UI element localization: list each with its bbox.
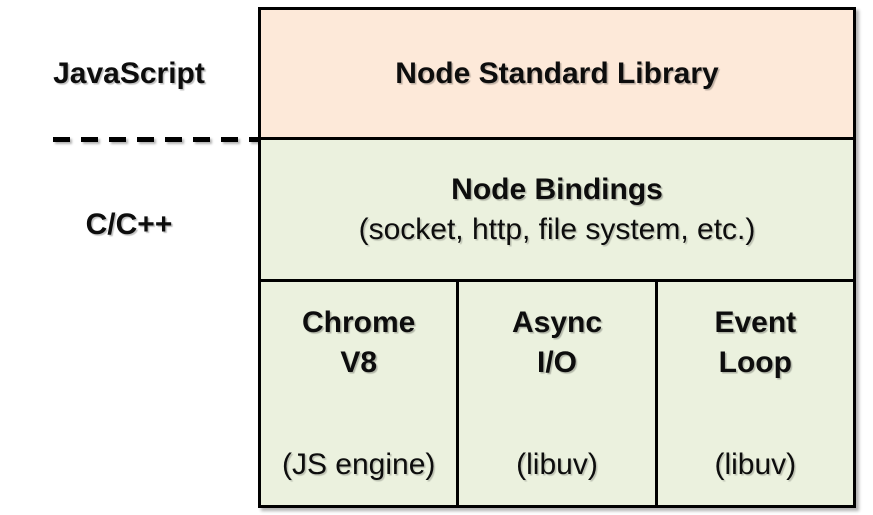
component-cell-async-io: Async I/O (libuv)	[456, 282, 655, 505]
async-io-title: Async I/O	[511, 306, 603, 379]
component-cell-event-loop: Event Loop (libuv)	[654, 282, 853, 505]
node-bindings-subtitle: (socket, http, file system, etc.)	[358, 212, 756, 246]
javascript-layer-label: JavaScript	[53, 56, 205, 90]
chrome-v8-subtitle: (JS engine)	[281, 448, 436, 482]
node-bindings-title: Node Bindings	[451, 172, 663, 206]
standard-library-layer: Node Standard Library	[261, 10, 853, 140]
standard-library-title: Node Standard Library	[395, 56, 719, 90]
node-bindings-layer: Node Bindings (socket, http, file system…	[261, 140, 853, 282]
node-stack-box: Node Standard Library Node Bindings (soc…	[258, 7, 856, 508]
component-cell-chrome-v8: Chrome V8 (JS engine)	[261, 282, 457, 505]
event-loop-subtitle: (libuv)	[714, 448, 797, 482]
runtime-components-row: Chrome V8 (JS engine) Async I/O (libuv) …	[261, 282, 853, 505]
async-io-subtitle: (libuv)	[516, 448, 598, 482]
language-boundary-dashed-line	[53, 137, 258, 142]
c-cpp-layer-label: C/C++	[85, 208, 173, 241]
event-loop-title: Event Loop	[714, 306, 797, 379]
chrome-v8-title: Chrome V8	[301, 306, 416, 379]
